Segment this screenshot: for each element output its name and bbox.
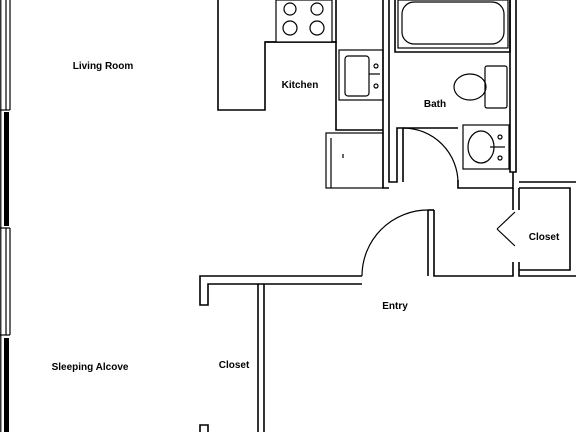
entry-door [361, 209, 429, 277]
bath-sink [462, 124, 510, 170]
window-upper [4, 112, 9, 226]
label-sleeping-alcove: Sleeping Alcove [52, 362, 129, 373]
burner-icon [282, 20, 298, 36]
label-bath: Bath [424, 99, 446, 110]
bath-walls [403, 0, 517, 189]
stove [275, 0, 333, 43]
label-entry: Entry [382, 301, 408, 312]
bathtub [397, 0, 509, 49]
label-living-room: Living Room [73, 61, 134, 72]
window-lower [4, 338, 9, 432]
label-kitchen: Kitchen [282, 80, 319, 91]
entry-walls [199, 209, 434, 432]
refrigerator [325, 132, 384, 189]
burner-icon [283, 2, 297, 16]
bath-door [402, 127, 459, 184]
exterior-left-wall [0, 0, 11, 432]
right-closet [433, 181, 576, 277]
label-closet-left: Closet [219, 360, 250, 371]
kitchen-sink [338, 49, 384, 101]
burner-icon [309, 20, 325, 36]
toilet [453, 65, 508, 109]
label-closet-right: Closet [529, 232, 560, 243]
burner-icon [310, 2, 324, 16]
